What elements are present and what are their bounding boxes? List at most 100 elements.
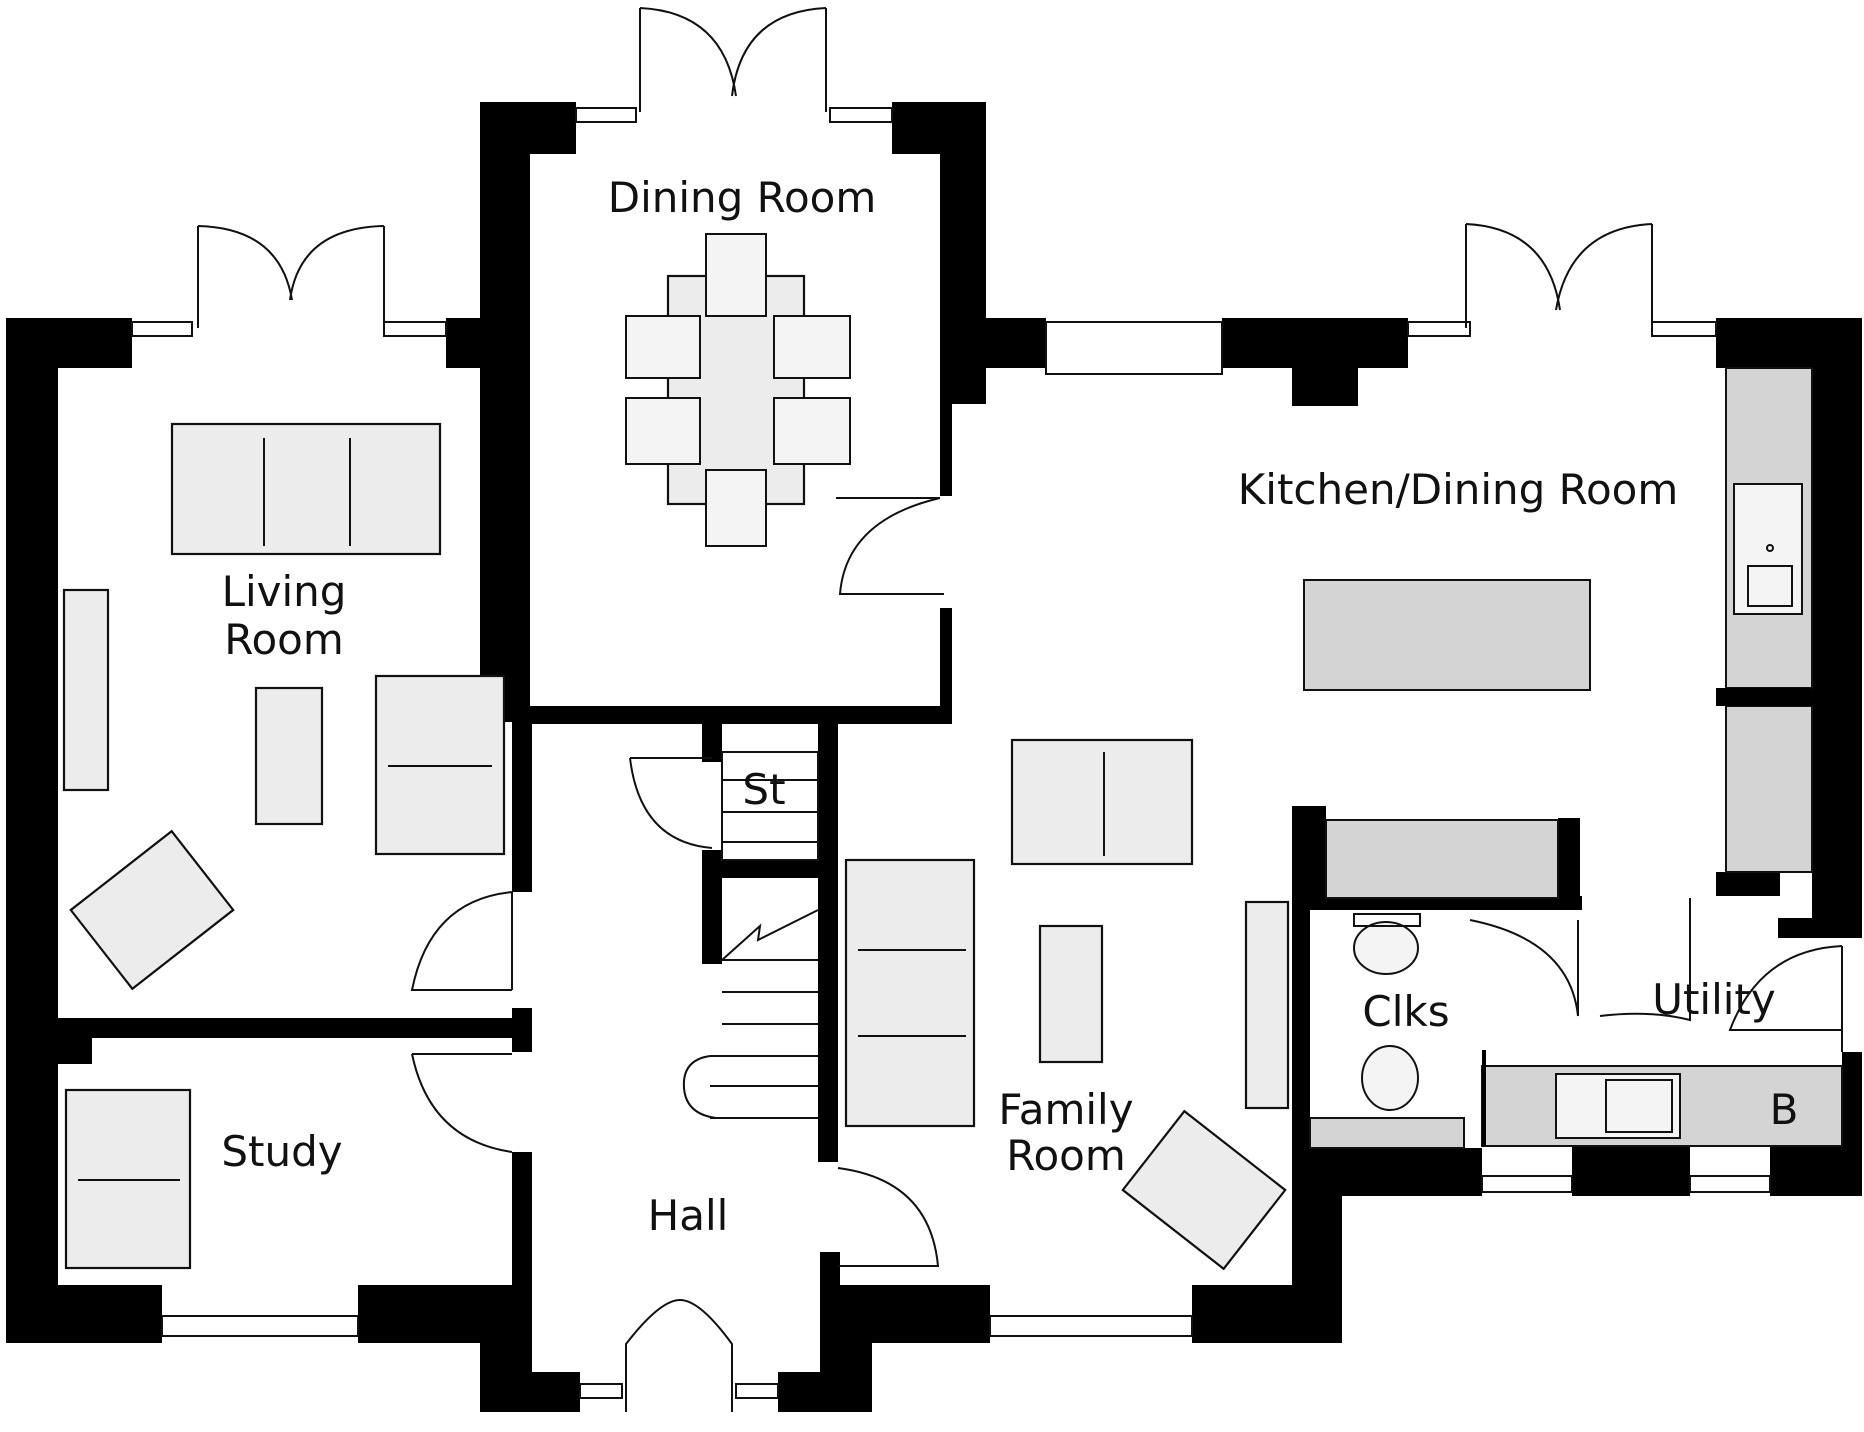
window-utility-left <box>1481 1175 1573 1193</box>
study-furniture <box>64 1088 192 1270</box>
door-store <box>629 757 713 849</box>
staircase <box>682 751 819 1119</box>
room-labels: Dining Room Kitchen/Dining Room Living R… <box>221 173 1798 1240</box>
wall-dining-right <box>940 102 986 404</box>
window-family <box>989 1315 1193 1337</box>
wall-hall-left-upper <box>512 722 532 892</box>
label-kitchen-dining-room: Kitchen/Dining Room <box>1238 465 1679 514</box>
kitchen-wall-break <box>1716 688 1812 706</box>
utility-divider <box>1482 1050 1486 1146</box>
windows <box>131 107 1771 1399</box>
window-utility-right <box>1689 1175 1771 1193</box>
wall-family-right <box>1292 1196 1342 1343</box>
dining-chair-right-1 <box>773 315 851 379</box>
label-utility: Utility <box>1652 975 1776 1024</box>
label-living-room-1: Living <box>222 567 347 616</box>
wall-kitchen-right-step <box>1778 918 1862 938</box>
sofa-family-left <box>844 858 976 1128</box>
basin-back <box>1353 913 1421 927</box>
door-utility-back <box>1728 945 1843 1052</box>
walls <box>6 102 1862 1412</box>
window-living-right <box>383 321 447 337</box>
utility-sink-bowl <box>1605 1079 1673 1133</box>
wall-hall-left-mid <box>512 1008 532 1052</box>
kitchen-sink-bowl <box>1747 565 1793 607</box>
window-kitchen-mid <box>1407 321 1471 337</box>
dining-chair-top <box>705 233 767 317</box>
kitchen-worktop-right-lower <box>1725 705 1813 873</box>
label-study: Study <box>221 1127 342 1176</box>
label-living-room-2: Room <box>224 615 344 664</box>
wall-hall-bottom-ll <box>480 1372 580 1412</box>
wall-family-bottom-left <box>820 1285 990 1343</box>
armchair-family <box>1121 1109 1287 1271</box>
coffee-table-family <box>1038 924 1104 1064</box>
door-front <box>625 1298 733 1412</box>
sofa-family-top <box>1010 738 1194 866</box>
wall-stair-right <box>818 722 838 1162</box>
window-dining-left <box>575 107 637 123</box>
wall-clks-top-right <box>1558 818 1580 902</box>
clks-shelf <box>1309 1117 1465 1149</box>
stair-break <box>721 909 819 961</box>
french-door-kitchen <box>1465 223 1653 328</box>
door-clks <box>1469 919 1579 1017</box>
kitchen-fittings <box>1303 367 1813 899</box>
coffee-table-living <box>254 686 324 826</box>
dining-chair-left-1 <box>625 315 701 379</box>
wall-hall-left-lower <box>512 1152 532 1292</box>
french-door-dining <box>639 7 827 112</box>
dining-table-set <box>625 233 851 547</box>
door-study <box>411 1053 513 1153</box>
wall-dining-bottom <box>530 706 952 724</box>
sideboard-family <box>1244 900 1290 1110</box>
clks-utility-fittings <box>1309 913 1843 1149</box>
family-furniture <box>844 738 1290 1271</box>
sofa-living-top <box>170 422 442 556</box>
wall-kitchen-right <box>1812 318 1862 938</box>
door-dining-kitchen <box>836 497 944 595</box>
wall-clks-strip <box>1310 896 1582 910</box>
wall-dining-right-lower <box>940 608 952 724</box>
wall-hall-right-stub <box>820 1252 840 1292</box>
wall-living-study-divider <box>58 1018 532 1038</box>
wall-store-bottom <box>702 860 836 878</box>
window-hall-right <box>735 1383 779 1399</box>
utility-sink <box>1555 1073 1681 1139</box>
wall-dining-top-left <box>480 102 576 154</box>
door-family <box>837 1167 940 1267</box>
wall-kitchen-top-mid <box>1222 318 1408 368</box>
door-utility <box>1599 898 1691 1022</box>
basin <box>1353 921 1419 975</box>
wall-stair-left-stub <box>702 878 722 964</box>
wall-utility-bottom-right <box>1770 1146 1862 1196</box>
door-living <box>410 891 513 991</box>
label-family-room-1: Family <box>998 1085 1133 1134</box>
dining-chair-right-2 <box>773 397 851 465</box>
stair-curve <box>682 1055 717 1119</box>
wall-clks-bottom <box>1292 1148 1482 1196</box>
wall-kitchen-top-pier <box>1292 368 1358 406</box>
wall-left-outer <box>6 318 58 1293</box>
wall-store-left <box>702 722 722 762</box>
wall-utility-left <box>1716 872 1780 896</box>
window-living-left <box>131 321 193 337</box>
store-treads <box>721 751 819 861</box>
label-family-room-2: Room <box>1006 1131 1126 1180</box>
sideboard-living <box>62 588 110 792</box>
kitchen-island <box>1303 579 1591 691</box>
label-boiler: B <box>1770 1085 1799 1134</box>
living-furniture <box>62 422 506 991</box>
label-hall: Hall <box>648 1191 729 1240</box>
doors <box>197 7 1843 1412</box>
window-kitchen-left <box>1045 321 1223 375</box>
label-clks: Clks <box>1362 987 1449 1036</box>
wall-dining-right-stub <box>940 404 952 496</box>
wall-utility-bottom-mid <box>1572 1146 1690 1196</box>
kitchen-bench <box>1325 819 1559 899</box>
window-dining-right <box>829 107 893 123</box>
kitchen-sink-drain <box>1766 544 1774 552</box>
toilet <box>1361 1045 1419 1111</box>
wall-dining-left <box>480 102 530 722</box>
